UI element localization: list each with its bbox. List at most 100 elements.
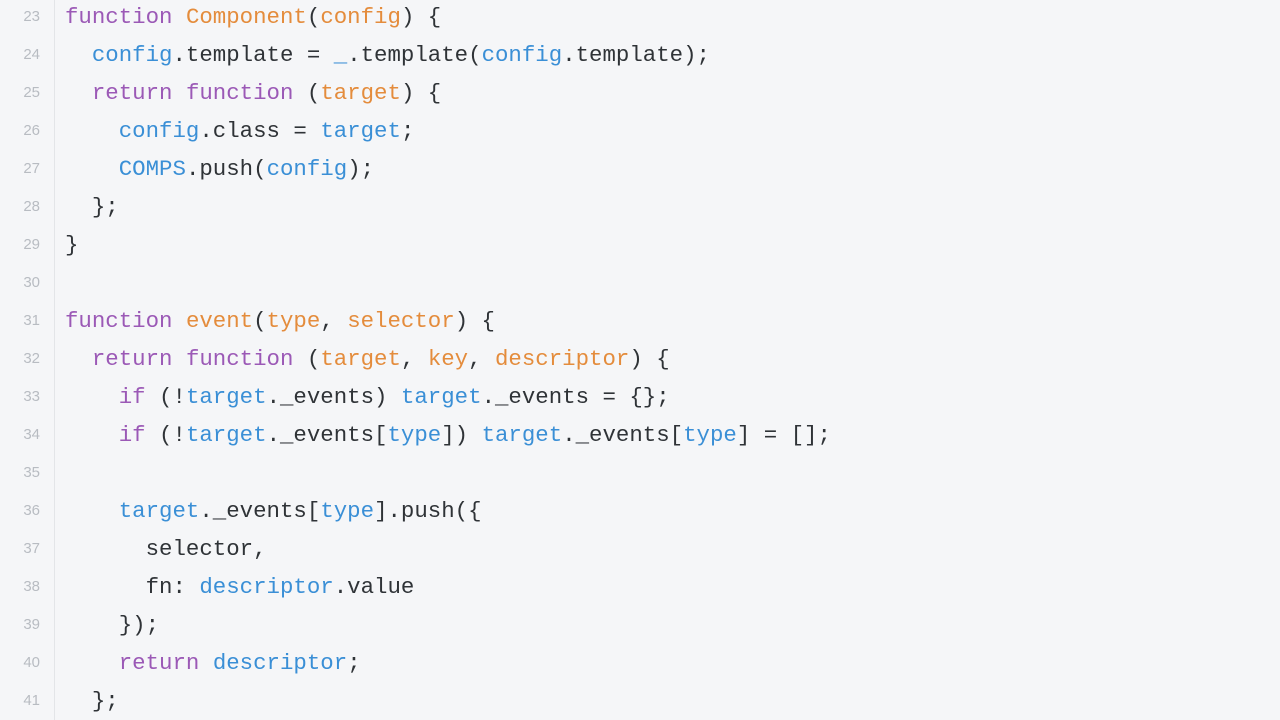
line-number: 37 [23,540,40,557]
code-line[interactable]: 24 config.template = _.template(config.t… [0,36,1280,74]
plain-token: ._events = {}; [481,384,670,410]
code-line[interactable]: 31 function event(type, selector) { [0,302,1280,340]
identifier-token: target [185,422,267,448]
line-number: 40 [23,654,40,671]
identifier-token: target [400,384,482,410]
identifier-token: _ [333,42,348,68]
plain-token: ( [293,80,321,106]
plain-token: (! [145,422,186,448]
code-line[interactable]: 41 }; [0,682,1280,720]
plain-token: .value [333,574,415,600]
plain-token: .template( [347,42,482,68]
code-text: }; [65,188,119,226]
line-number: 27 [23,160,40,177]
parameter-token: key [427,346,469,372]
identifier-token: config [481,42,563,68]
plain-token [65,80,92,106]
code-text: if (!target._events[type]) target._event… [65,416,831,454]
plain-token: .class = [199,118,321,144]
plain-token: ].push({ [374,498,482,524]
code-line[interactable]: 34 if (!target._events[type]) target._ev… [0,416,1280,454]
plain-token: ); [347,156,375,182]
line-number-gutter [0,0,55,720]
plain-token: ._events[ [199,498,321,524]
keyword-token: return [118,650,200,676]
code-line[interactable]: 39 }); [0,606,1280,644]
parameter-token: config [320,4,401,30]
plain-token: .push( [185,156,267,182]
function-name-token: Component [185,4,307,30]
line-number: 28 [23,198,40,215]
identifier-token: COMPS [118,156,186,182]
line-number: 33 [23,388,40,405]
plain-token [65,384,119,410]
identifier-token: config [118,118,200,144]
parameter-token: selector [347,308,455,334]
plain-token [173,346,186,372]
identifier-token: config [266,156,348,182]
plain-token: ) { [629,346,670,372]
code-text [65,264,78,302]
plain-token [65,498,119,524]
code-text: config.template = _.template(config.temp… [65,36,710,74]
plain-token: ( [306,4,321,30]
identifier-token: target [118,498,200,524]
code-line[interactable]: 30 [0,264,1280,302]
code-line[interactable]: 37 selector, [0,530,1280,568]
line-number: 38 [23,578,40,595]
plain-token [65,42,92,68]
plain-token: }); [65,612,160,638]
keyword-token: function [65,4,173,30]
plain-token: .template = [172,42,334,68]
code-line[interactable]: 29} [0,226,1280,264]
line-number: 31 [23,312,40,329]
line-number: 24 [23,46,40,63]
code-text: COMPS.push(config); [65,150,374,188]
plain-token: }; [65,688,119,714]
plain-token: ._events[ [562,422,684,448]
plain-token: , [400,346,428,372]
parameter-token: type [266,308,321,334]
keyword-token: function [65,308,173,334]
plain-token [65,118,119,144]
identifier-token: target [481,422,563,448]
code-line[interactable]: 32 return function (target, key, descrip… [0,340,1280,378]
code-text [65,454,78,492]
line-number: 41 [23,692,40,709]
code-text: } [65,226,78,264]
plain-token: ) { [400,4,442,30]
code-text: selector, [65,530,267,568]
keyword-token: return [91,346,173,372]
line-number: 36 [23,502,40,519]
code-line[interactable]: 40 return descriptor; [0,644,1280,682]
code-line[interactable]: 27 COMPS.push(config); [0,150,1280,188]
function-name-token: event [185,308,254,334]
line-number: 29 [23,236,40,253]
code-line[interactable]: 25 return function (target) { [0,74,1280,112]
code-line[interactable]: 36 target._events[type].push({ [0,492,1280,530]
code-text: function event(type, selector) { [65,302,495,340]
plain-token: } [65,232,79,258]
line-number: 32 [23,350,40,367]
code-text: return function (target) { [65,74,441,112]
line-number: 26 [23,122,40,139]
code-line[interactable]: 33 if (!target._events) target._events =… [0,378,1280,416]
identifier-token: descriptor [199,574,334,600]
code-text: return function (target, key, descriptor… [65,340,670,378]
code-text: config.class = target; [65,112,415,150]
plain-token [173,308,186,334]
plain-token: ] = []; [736,422,831,448]
code-line[interactable]: 38 fn: descriptor.value [0,568,1280,606]
code-line[interactable]: 35 [0,454,1280,492]
plain-token: fn: [65,574,200,600]
code-line[interactable]: 28 }; [0,188,1280,226]
parameter-token: descriptor [495,346,630,372]
line-number: 35 [23,464,40,481]
code-line[interactable]: 26 config.class = target; [0,112,1280,150]
identifier-token: config [91,42,173,68]
line-number: 39 [23,616,40,633]
plain-token [173,4,186,30]
